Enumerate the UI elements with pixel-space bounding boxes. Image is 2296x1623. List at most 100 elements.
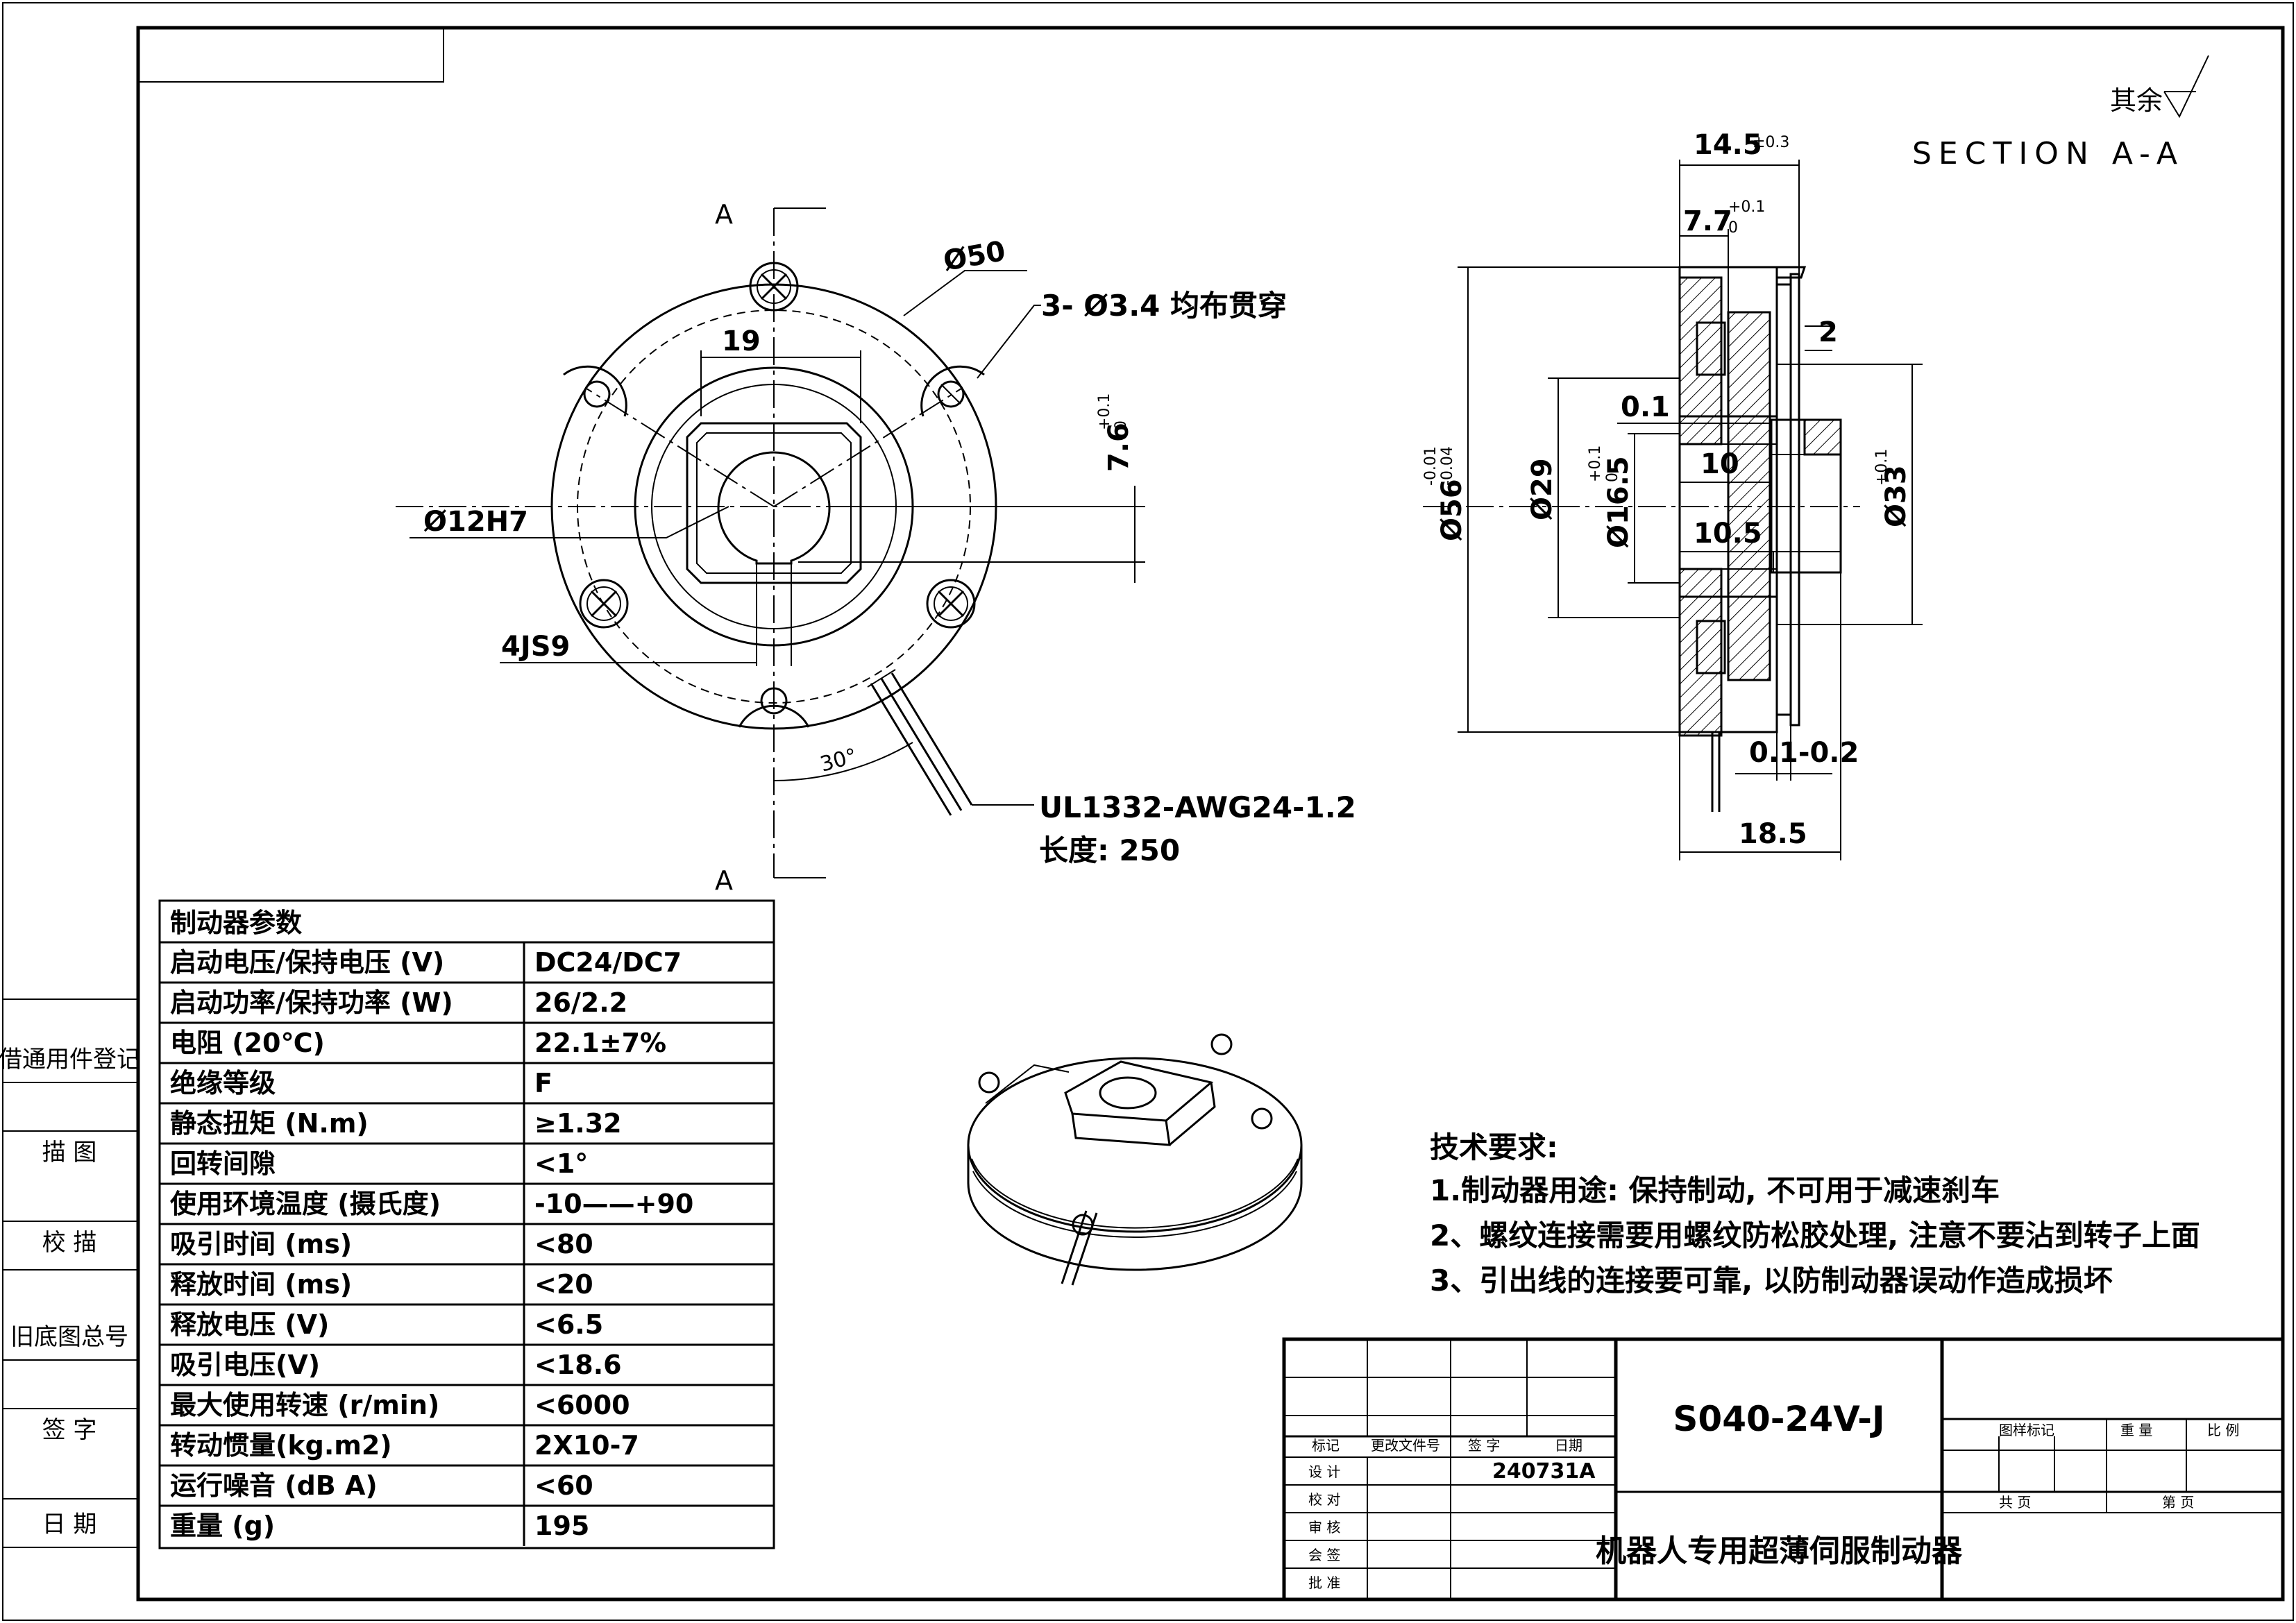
tb-header-date: 日期 <box>1555 1437 1582 1454</box>
screw-right <box>926 579 976 629</box>
tb-pattern-mark: 图样标记 <box>1999 1422 2054 1438</box>
cable-label: UL1332-AWG24-1.2 <box>1039 790 1356 824</box>
side-check-trace: 校 描 <box>42 1229 97 1257</box>
dim-7-6-upper: +0.1 <box>1096 393 1113 430</box>
param-name: 回转间隙 <box>170 1148 276 1179</box>
section-view: 14.5 ±0.3 7.7 +0.1 0 2 0.1 10 10.5 Ø56 -… <box>1422 129 1923 860</box>
dim-2: 2 <box>1818 316 1838 348</box>
tb-role-review: 审 核 <box>1308 1519 1340 1536</box>
side-strip: 借通用件登记 描 图 校 描 旧底图总号 签 字 日 期 <box>0 999 140 1548</box>
param-value: <18.6 <box>534 1350 622 1380</box>
dim-7-6-lower: 0 <box>1113 420 1130 430</box>
dim-dia16-5: Ø16.5 <box>1603 456 1635 548</box>
param-value: 26/2.2 <box>534 987 627 1018</box>
mount-hole-right <box>920 365 985 417</box>
side-sign: 签 字 <box>42 1416 97 1444</box>
dim-dia16-5-upper: +0.1 <box>1587 445 1604 482</box>
param-name: 释放时间 (ms) <box>170 1269 352 1300</box>
tb-product-name: 机器人专用超薄伺服制动器 <box>1596 1533 1963 1569</box>
dim-dia33-tol: +0.1 <box>1873 449 1891 486</box>
dim-19: 19 <box>722 325 761 357</box>
params-title: 制动器参数 <box>170 908 302 938</box>
param-value: 2X10-7 <box>534 1430 639 1461</box>
param-name: 吸引时间 (ms) <box>170 1229 352 1259</box>
dim-18-5: 18.5 <box>1739 818 1807 850</box>
section-mark-bottom: A <box>715 865 733 896</box>
tb-page-no: 第 页 <box>2162 1494 2194 1511</box>
dim-dia56: Ø56 <box>1436 479 1468 541</box>
tb-design-code: 240731A <box>1492 1459 1596 1484</box>
param-name: 绝缘等级 <box>170 1068 276 1098</box>
screw-top <box>749 262 799 312</box>
bore-label: Ø12H7 <box>423 506 528 538</box>
dim-gap: 0.1-0.2 <box>1749 737 1859 769</box>
mount-hole-bottom <box>738 687 810 728</box>
param-name: 启动功率/保持功率 (W) <box>170 987 453 1018</box>
param-value: <6.5 <box>534 1309 603 1340</box>
tb-role-countersign: 会 签 <box>1308 1547 1340 1563</box>
param-value: -10——+90 <box>534 1189 693 1219</box>
param-value: ≥1.32 <box>534 1108 622 1139</box>
dim-7-7-lower: 0 <box>1728 219 1738 237</box>
tb-total-pages: 共 页 <box>1999 1494 2031 1511</box>
tech-item-3: 3、引出线的连接要可靠, 以防制动器误动作造成损坏 <box>1430 1264 2113 1298</box>
param-value: <80 <box>534 1229 593 1259</box>
param-value: DC24/DC7 <box>534 947 682 978</box>
screw-left <box>579 579 629 629</box>
tb-role-approve: 批 准 <box>1308 1574 1340 1591</box>
dim-7-7-upper: +0.1 <box>1728 198 1765 216</box>
tb-header-change: 更改文件号 <box>1371 1437 1440 1454</box>
side-trace: 描 图 <box>42 1139 97 1166</box>
tb-scale: 比 例 <box>2207 1422 2239 1438</box>
side-old-number: 旧底图总号 <box>10 1323 128 1351</box>
param-value: <6000 <box>534 1390 630 1420</box>
param-name: 释放电压 (V) <box>170 1309 329 1340</box>
section-title: SECTION A-A <box>1912 136 2184 171</box>
tech-requirements: 技术要求: 1.制动器用途: 保持制动, 不可用于减速刹车 2、螺纹连接需要用螺… <box>1430 1130 2200 1298</box>
dim-10: 10 <box>1700 448 1739 480</box>
tech-heading: 技术要求: <box>1430 1130 1558 1164</box>
tb-model: S040-24V-J <box>1673 1399 1884 1439</box>
param-name: 使用环境温度 (摄氏度) <box>170 1189 441 1219</box>
param-value: <60 <box>534 1470 593 1501</box>
param-value: 22.1±7% <box>534 1028 666 1058</box>
dim-dia29: Ø29 <box>1526 458 1558 520</box>
param-name: 吸引电压(V) <box>170 1350 320 1380</box>
param-name: 电阻 (20℃) <box>170 1028 325 1058</box>
keyway-label: 4JS9 <box>501 631 570 663</box>
dim-dia56-lower: -0.04 <box>1439 446 1456 486</box>
side-borrow: 借通用件登记 <box>0 1046 140 1073</box>
dim-14-5-tol: ±0.3 <box>1753 134 1789 151</box>
param-value: F <box>534 1068 552 1098</box>
param-name: 启动电压/保持电压 (V) <box>170 947 444 978</box>
mount-hole-left <box>563 365 627 417</box>
dim-10-5: 10.5 <box>1694 518 1762 550</box>
side-date: 日 期 <box>42 1511 97 1538</box>
param-name: 静态扭矩 (N.m) <box>170 1108 369 1139</box>
dim-dia16-5-lower: 0 <box>1604 473 1621 482</box>
tb-role-check: 校 对 <box>1308 1491 1340 1508</box>
section-mark-top: A <box>715 199 733 230</box>
tech-item-2: 2、螺纹连接需要用螺纹防松胶处理, 注意不要沾到转子上面 <box>1430 1218 2200 1252</box>
tb-weight: 重 量 <box>2120 1422 2152 1438</box>
angle-30: 30° <box>818 744 859 777</box>
tb-header-mark: 标记 <box>1312 1437 1340 1454</box>
dim-7-7: 7.7 <box>1683 205 1732 237</box>
params-table: 制动器参数 启动电压/保持电压 (V) DC24/DC7 启动功率/保持功率 (W)… <box>158 899 775 1549</box>
isometric-view <box>967 1033 1303 1286</box>
param-name: 转动惯量(kg.m2) <box>170 1430 392 1461</box>
front-view: A A <box>396 199 1356 896</box>
holes-note: 3- Ø3.4 均布贯穿 <box>1041 289 1287 323</box>
roughness-label: 其余 <box>2110 85 2163 116</box>
tb-role-design: 设 计 <box>1308 1463 1340 1480</box>
param-value: 195 <box>534 1511 589 1541</box>
dim-dia33: Ø33 <box>1880 465 1912 527</box>
param-name: 重量 (g) <box>170 1511 275 1541</box>
param-value: <20 <box>534 1269 593 1300</box>
param-value: <1° <box>534 1148 588 1179</box>
tb-header-sign: 签 字 <box>1468 1437 1500 1454</box>
cable-length: 长度: 250 <box>1039 833 1180 867</box>
tech-item-1: 1.制动器用途: 保持制动, 不可用于减速刹车 <box>1430 1173 2000 1207</box>
